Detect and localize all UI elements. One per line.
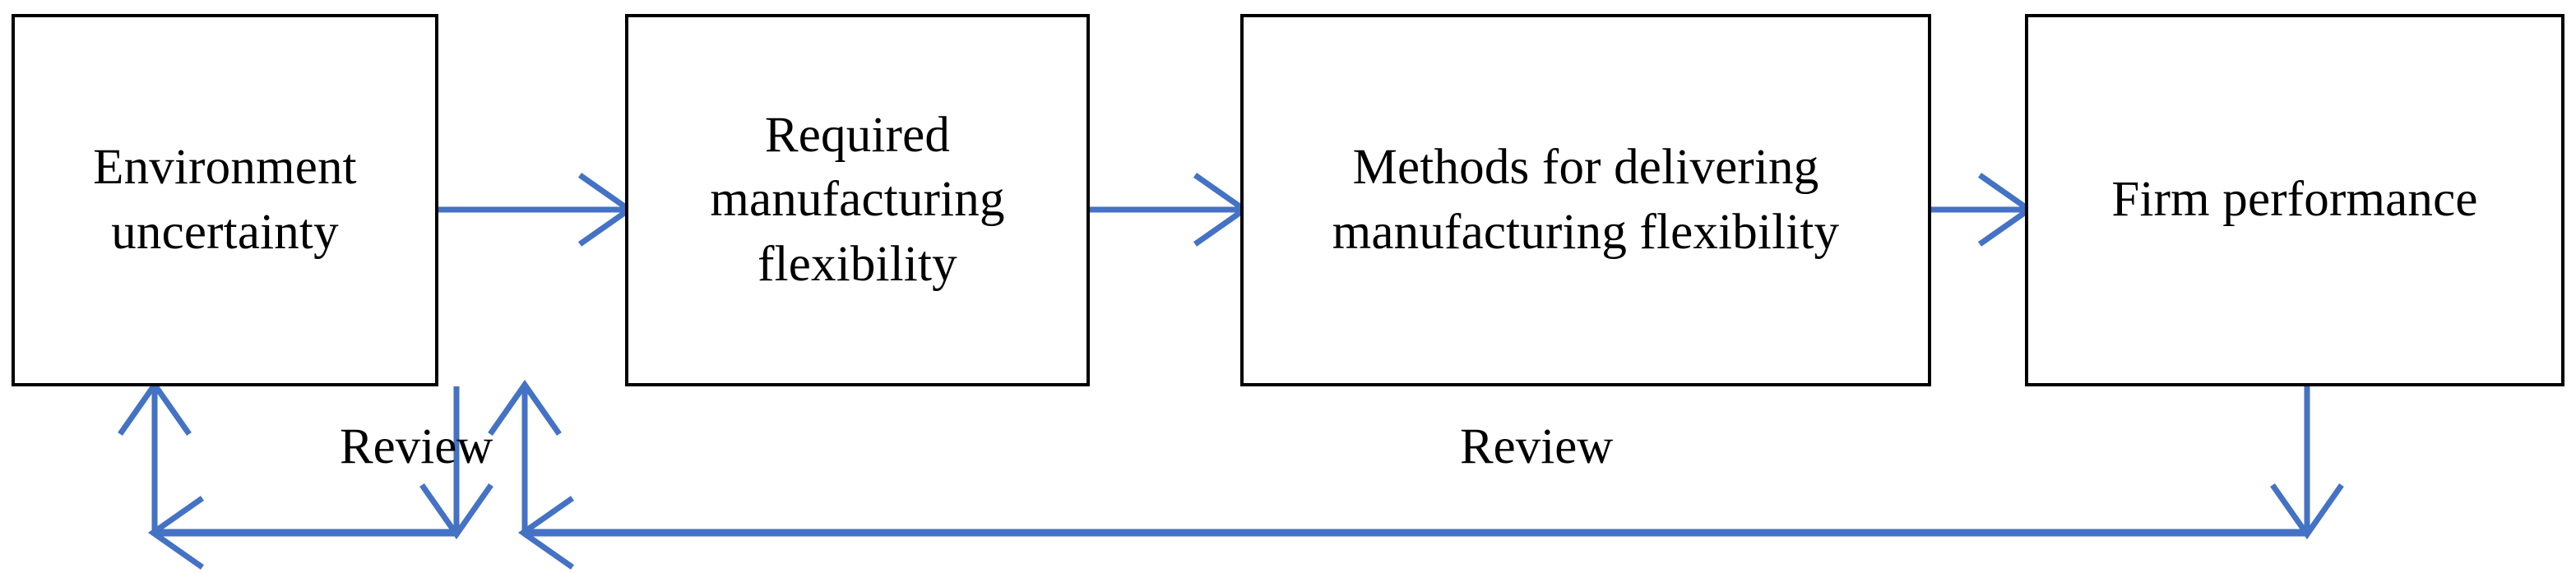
process-box-methods-for-delivering-manufacturing-flexibility[interactable]: Methods for delivering manufacturing fle… xyxy=(1240,14,1931,386)
edge-label-review-right: Review xyxy=(1460,419,1614,474)
feedback-loop-left xyxy=(118,379,493,570)
feedback-loop-right xyxy=(488,379,2344,570)
process-box-label: Firm performance xyxy=(2111,172,2478,228)
process-box-environment-uncertainty[interactable]: Environment uncertainty xyxy=(12,14,438,386)
arrowhead-up-icon xyxy=(488,379,562,437)
arrow-methods-to-firm xyxy=(1931,173,2035,247)
process-box-label: Methods for delivering manufacturing fle… xyxy=(1332,140,1840,260)
arrow-required-to-methods xyxy=(1090,173,1250,247)
process-box-label: Environment uncertainty xyxy=(93,140,357,260)
process-box-label: Required manufacturing flexibility xyxy=(710,108,1005,292)
arrow-env-to-required xyxy=(438,173,635,247)
edge-label-review-left: Review xyxy=(340,419,493,474)
process-box-firm-performance[interactable]: Firm performance xyxy=(2025,14,2564,386)
process-box-required-manufacturing-flexibility[interactable]: Required manufacturing flexibility xyxy=(625,14,1090,386)
